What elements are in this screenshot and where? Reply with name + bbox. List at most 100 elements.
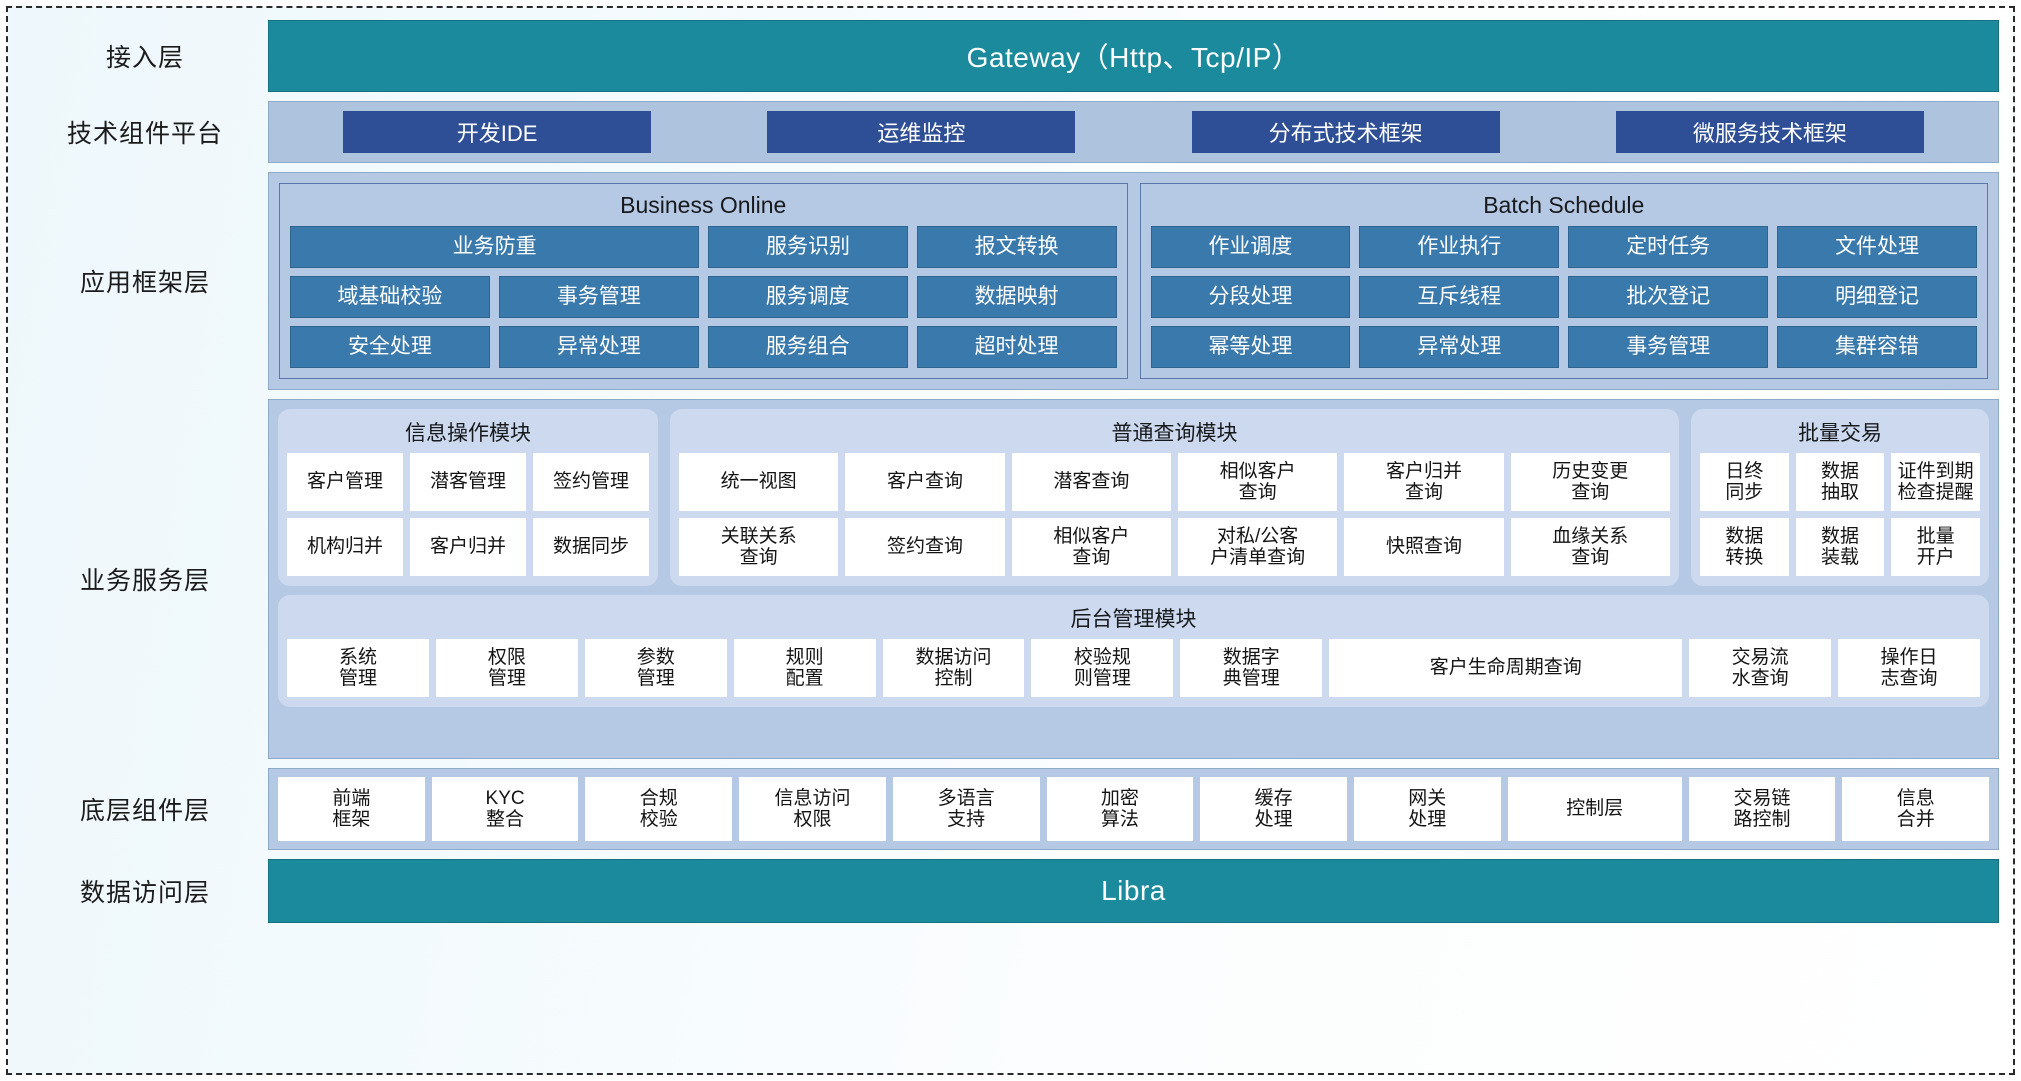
cell-gateway-processing[interactable]: 网关处理 [1354,778,1500,840]
cell-contract-query[interactable]: 签约查询 [846,519,1004,575]
group-title-batch-schedule: Batch Schedule [1483,192,1645,218]
app-framework-band: Business Online 业务防重 服务识别 报文转换 域基础校验 事务管… [268,172,1999,390]
cell-timeout-handling[interactable]: 超时处理 [916,326,1117,368]
cell-mutex-thread[interactable]: 互斥线程 [1359,276,1560,318]
cell-multilanguage-support[interactable]: 多语言支持 [893,778,1039,840]
cell-data-transform[interactable]: 数据转换 [1701,519,1788,575]
layer-label-access: 接入层 [105,44,184,72]
group-business-online: Business Online 业务防重 服务识别 报文转换 域基础校验 事务管… [279,183,1128,379]
cell-security-processing[interactable]: 安全处理 [290,326,490,368]
panel-backend-admin: 后台管理模块 系统管理 权限管理 参数管理 规则配置 数据访问控制 校验规则管理… [278,595,1989,707]
cell-exception-handling[interactable]: 异常处理 [498,326,699,368]
cell-data-access-control[interactable]: 数据访问控制 [883,640,1024,696]
cell-data-mapping[interactable]: 数据映射 [916,276,1117,318]
grid-batch-transaction: 日终同步 数据抽取 证件到期检查提醒 数据转换 数据装载 批量开户 [1701,454,1980,575]
panel-title-normal-query: 普通查询模块 [1111,422,1238,445]
cell-transaction-flow-query[interactable]: 交易流水查询 [1690,640,1831,696]
panel-batch-transaction: 批量交易 日终同步 数据抽取 证件到期检查提醒 数据转换 数据装载 批量开户 [1691,409,1989,586]
cell-operation-log-query[interactable]: 操作日志查询 [1839,640,1979,696]
cell-batch-exception-handling[interactable]: 异常处理 [1359,326,1560,368]
grid-batch-schedule: 作业调度 作业执行 定时任务 文件处理 分段处理 互斥线程 批次登记 明细登记 [1150,226,1977,368]
cell-customer-merge[interactable]: 客户归并 [411,519,525,575]
cell-certificate-expiry-reminder[interactable]: 证件到期检查提醒 [1892,454,1980,510]
cell-cache-processing[interactable]: 缓存处理 [1201,778,1346,840]
cell-private-public-customer-list-query[interactable]: 对私/公客户清单查询 [1178,519,1337,575]
cell-transaction-chain-control[interactable]: 交易链路控制 [1689,778,1835,840]
cell-batch-transaction-mgmt[interactable]: 事务管理 [1568,326,1769,368]
grid-row: 日终同步 数据抽取 证件到期检查提醒 [1701,454,1980,510]
grid-row: 数据转换 数据装载 批量开户 [1701,519,1980,575]
cell-batch-register[interactable]: 批次登记 [1568,276,1769,318]
grid-row: 客户管理 潜客管理 签约管理 [288,454,648,510]
grid-row: 统一视图 客户查询 潜客查询 相似客户查询 客户归并查询 历史变更查询 [680,454,1669,510]
cell-data-load[interactable]: 数据装载 [1796,519,1884,575]
cell-detail-register[interactable]: 明细登记 [1777,276,1977,318]
cell-parameter-mgmt[interactable]: 参数管理 [585,640,726,696]
grid-row: 域基础校验 事务管理 服务调度 数据映射 [290,276,1117,318]
grid-normal-query: 统一视图 客户查询 潜客查询 相似客户查询 客户归并查询 历史变更查询 关联关系… [680,454,1669,575]
layer-access: 接入层 Gateway（Http、Tcp/IP） [22,20,1999,92]
cell-business-dedup[interactable]: 业务防重 [290,226,700,268]
grid-row: 分段处理 互斥线程 批次登记 明细登记 [1150,276,1977,318]
cell-data-sync[interactable]: 数据同步 [534,519,648,575]
cell-service-scheduling[interactable]: 服务调度 [707,276,908,318]
cell-transaction-mgmt[interactable]: 事务管理 [498,276,699,318]
cell-relation-query[interactable]: 关联关系查询 [680,519,838,575]
cell-similar-customer-query-2[interactable]: 相似客户查询 [1012,519,1170,575]
cell-service-composition[interactable]: 服务组合 [707,326,908,368]
cell-control-layer[interactable]: 控制层 [1508,778,1681,840]
cell-frontend-framework[interactable]: 前端框架 [279,778,424,840]
group-title-business-online: Business Online [620,192,787,218]
tech-item-distributed-framework[interactable]: 分布式技术框架 [1191,111,1500,153]
cell-domain-validation[interactable]: 域基础校验 [290,276,490,318]
cell-service-identify[interactable]: 服务识别 [708,226,908,268]
grid-row: 幂等处理 异常处理 事务管理 集群容错 [1150,326,1977,368]
cell-similar-customer-query[interactable]: 相似客户查询 [1178,454,1337,510]
cell-cluster-fault-tolerance[interactable]: 集群容错 [1777,326,1977,368]
cell-idempotent-processing[interactable]: 幂等处理 [1150,326,1351,368]
cell-customer-query[interactable]: 客户查询 [846,454,1004,510]
grid-row: 作业调度 作业执行 定时任务 文件处理 [1150,226,1977,268]
cell-permission-mgmt[interactable]: 权限管理 [436,640,577,696]
cell-timed-task[interactable]: 定时任务 [1568,226,1769,268]
cell-eod-sync[interactable]: 日终同步 [1701,454,1788,510]
cell-lineage-query[interactable]: 血缘关系查询 [1511,519,1669,575]
cell-customer-merge-query[interactable]: 客户归并查询 [1345,454,1503,510]
cell-prospect-query[interactable]: 潜客查询 [1012,454,1170,510]
gateway-bar[interactable]: Gateway（Http、Tcp/IP） [268,20,1999,92]
cell-data-extract[interactable]: 数据抽取 [1796,454,1884,510]
cell-data-dictionary-mgmt[interactable]: 数据字典管理 [1181,640,1322,696]
layer-label-data-access: 数据访问层 [79,879,210,907]
cell-org-merge[interactable]: 机构归并 [288,519,402,575]
layer-label-app-framework: 应用框架层 [79,269,210,297]
cell-snapshot-query[interactable]: 快照查询 [1345,519,1503,575]
cell-job-execution[interactable]: 作业执行 [1359,226,1560,268]
cell-prospect-mgmt[interactable]: 潜客管理 [411,454,525,510]
cell-compliance-check[interactable]: 合规校验 [586,778,732,840]
cell-segment-processing[interactable]: 分段处理 [1150,276,1351,318]
cell-rule-config[interactable]: 规则配置 [734,640,875,696]
layer-tech-platform: 技术组件平台 开发IDE 运维监控 分布式技术框架 微服务技术框架 [22,101,1999,163]
cell-job-scheduling[interactable]: 作业调度 [1150,226,1351,268]
tech-item-microservice-framework[interactable]: 微服务技术框架 [1615,111,1924,153]
libra-bar[interactable]: Libra [268,859,1999,923]
cell-system-mgmt[interactable]: 系统管理 [288,640,428,696]
tech-item-ops-monitor[interactable]: 运维监控 [767,111,1076,153]
cell-info-merge[interactable]: 信息合并 [1843,778,1989,840]
cell-customer-mgmt[interactable]: 客户管理 [288,454,402,510]
cell-contract-mgmt[interactable]: 签约管理 [534,454,648,510]
cell-message-transform[interactable]: 报文转换 [916,226,1117,268]
cell-validation-rule-mgmt[interactable]: 校验规则管理 [1032,640,1173,696]
cell-history-change-query[interactable]: 历史变更查询 [1511,454,1669,510]
cell-encryption-algorithm[interactable]: 加密算法 [1047,778,1193,840]
panel-title-batch-transaction: 批量交易 [1798,422,1882,445]
cell-customer-lifecycle-query[interactable]: 客户生命周期查询 [1330,640,1682,696]
cell-batch-account-open[interactable]: 批量开户 [1892,519,1980,575]
cell-file-processing[interactable]: 文件处理 [1777,226,1977,268]
cell-info-access-permission[interactable]: 信息访问权限 [740,778,885,840]
cell-unified-view[interactable]: 统一视图 [680,454,838,510]
grid-backend-admin: 系统管理 权限管理 参数管理 规则配置 数据访问控制 校验规则管理 数据字典管理… [288,640,1979,696]
tech-item-ide[interactable]: 开发IDE [343,111,652,153]
